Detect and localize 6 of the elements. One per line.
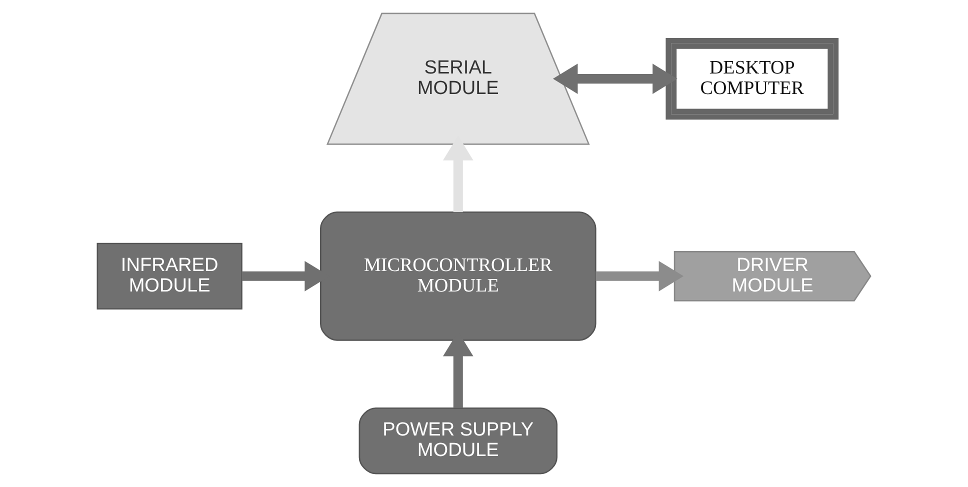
arrow bbox=[596, 260, 684, 292]
node-box: POWER SUPPLY MODULE bbox=[358, 408, 558, 474]
arrow bbox=[552, 64, 678, 94]
node-box: MICROCONTROLLER MODULE bbox=[320, 212, 596, 341]
node-box: INFRARED MODULE bbox=[96, 242, 242, 310]
node-box: DESKTOP COMPUTER bbox=[666, 38, 839, 120]
